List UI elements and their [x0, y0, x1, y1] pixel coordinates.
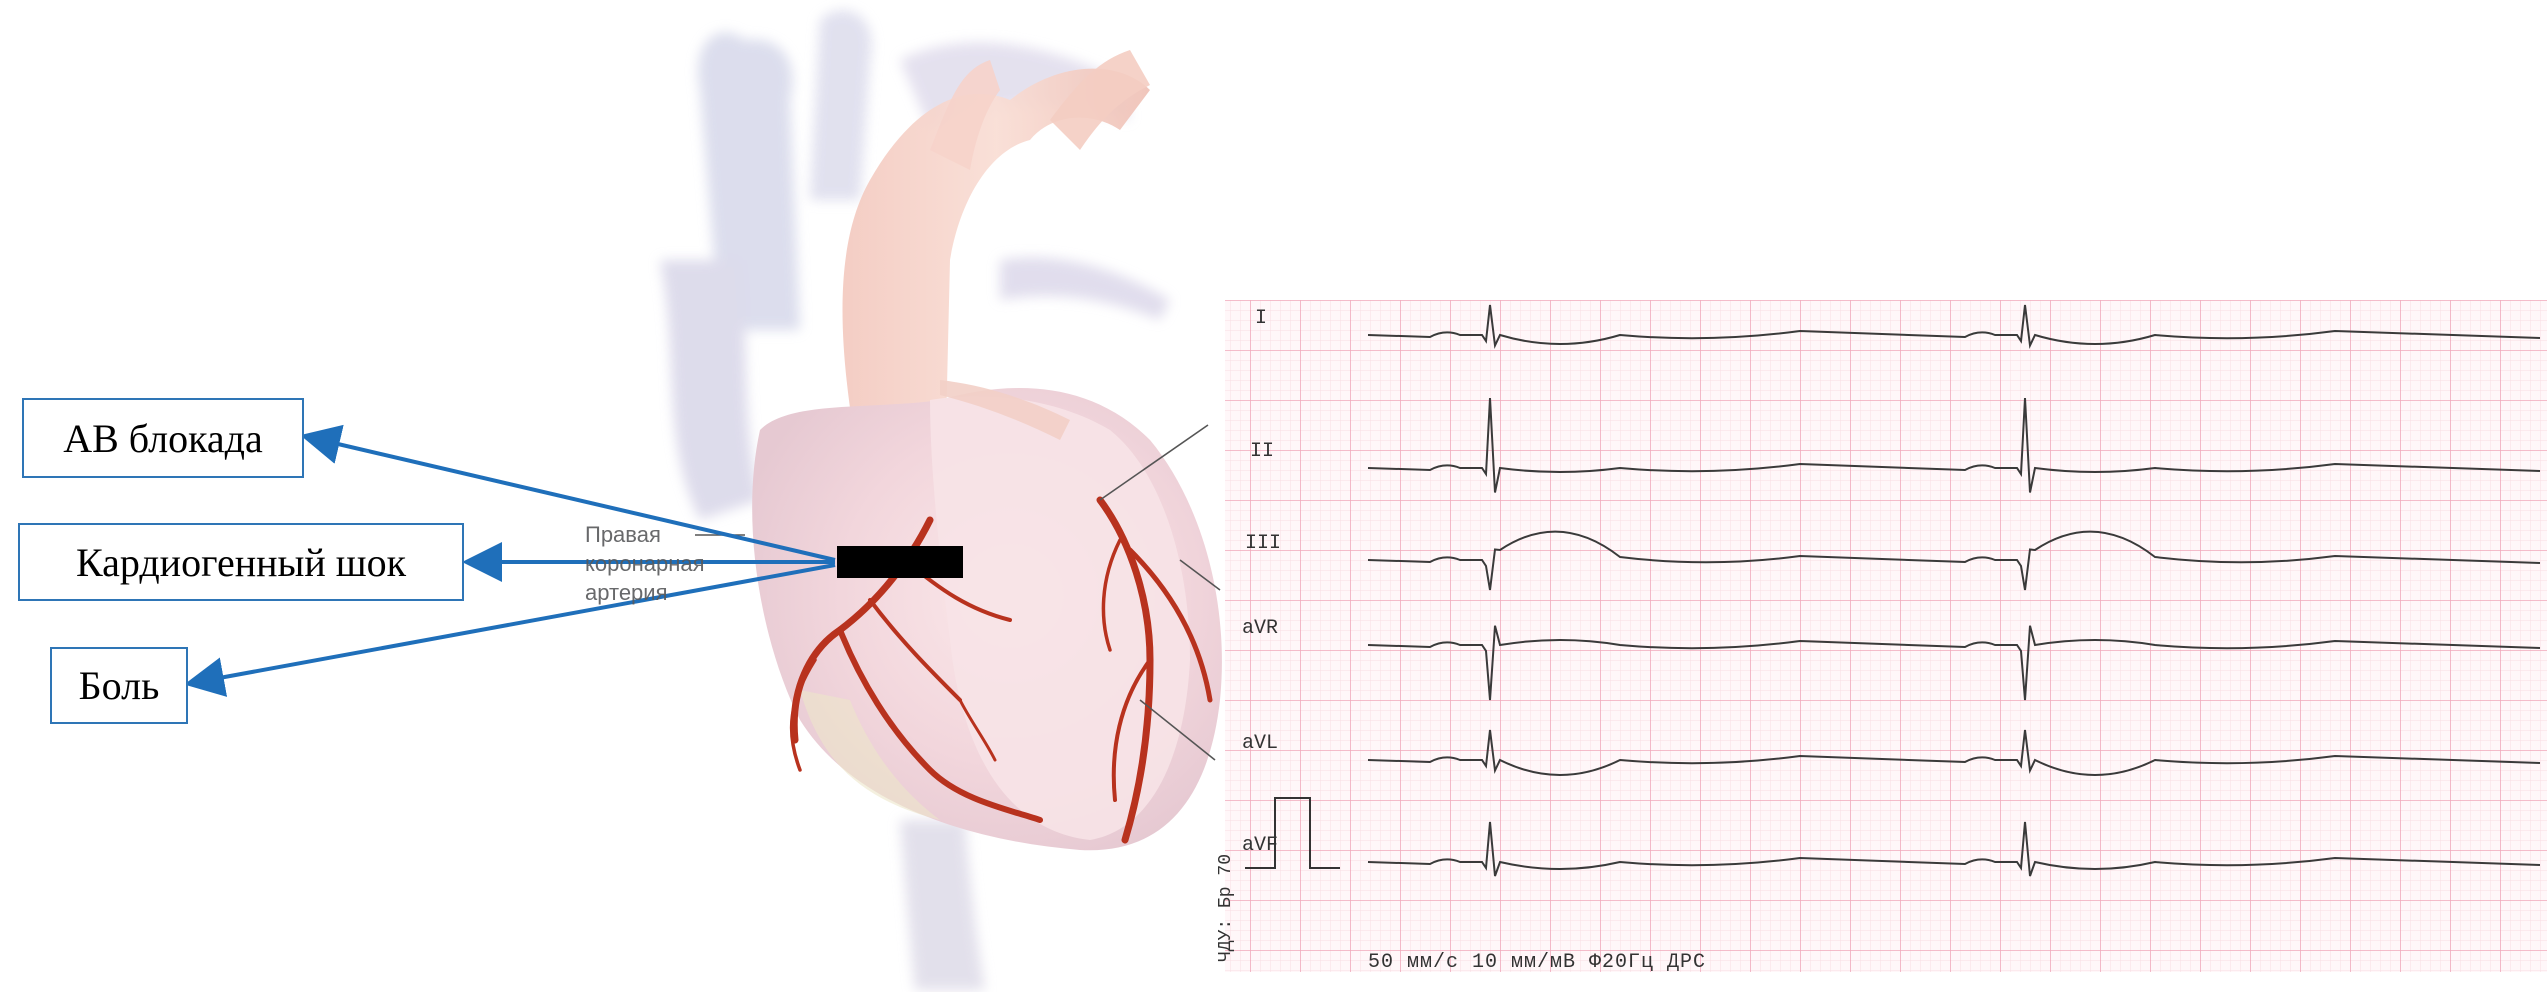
artery-label-line: Правая [585, 520, 705, 549]
ecg-lead-label: II [1250, 440, 1274, 463]
av-block-label: АВ блокада [22, 398, 304, 478]
ecg-lead-label: aVR [1242, 617, 1278, 640]
redacted-block [837, 546, 963, 578]
ecg-grid [1225, 300, 2547, 972]
pain-label: Боль [50, 647, 188, 724]
ecg-lead-label: aVF [1242, 834, 1278, 857]
artery-label-line: коронарная [585, 549, 705, 578]
ecg-lead-label: III [1245, 532, 1281, 555]
cardiogenic-shock-label: Кардиогенный шок [18, 523, 464, 601]
right-coronary-artery-label: Правая коронарная артерия [585, 520, 705, 607]
ecg-side-text: ЧДУ: Бр 70 [1216, 854, 1236, 962]
heart-illustration [660, 10, 1222, 990]
ecg-lead-label: aVL [1242, 732, 1278, 755]
ecg-lead-label: I [1255, 307, 1267, 330]
artery-label-line: артерия [585, 578, 705, 607]
ecg-footer-text: 50 мм/с 10 мм/мВ Ф20Гц ДРС [1368, 951, 1706, 974]
